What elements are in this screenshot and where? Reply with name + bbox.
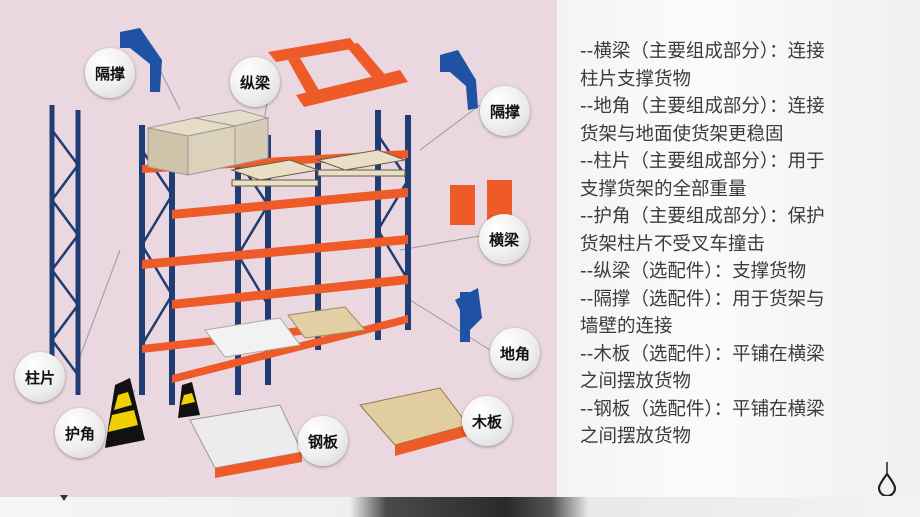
label-zongliang: 纵梁 <box>230 57 280 107</box>
description-line: --隔撑（选配件）：用于货架与 <box>580 288 825 310</box>
description-line: --横梁（主要组成部分）：连接 <box>580 41 825 62</box>
triangle-marker-icon <box>60 495 68 501</box>
description-line: --纵梁（选配件）：支撑货物 <box>580 261 807 282</box>
description-line: 墙壁的连接 <box>580 316 673 337</box>
top-longitudinal-beams <box>268 38 408 107</box>
column-guards <box>105 378 200 448</box>
foot-plate <box>455 288 482 342</box>
rack-diagram <box>49 28 512 478</box>
description-line: --护角（主要组成部分）：保护 <box>580 206 825 227</box>
standalone-upright-frame <box>49 105 81 395</box>
description-line: --钢板（选配件）：平铺在横梁 <box>580 398 825 420</box>
description-line: 货架柱片不受叉车撞击 <box>580 233 766 255</box>
in-rack-panels <box>204 306 366 358</box>
label-gangban: 钢板 <box>298 416 348 466</box>
label-zhupian: 柱片 <box>15 352 65 402</box>
label-gechen-right: 隔撑 <box>480 86 530 136</box>
pallets <box>230 149 407 187</box>
label-hengliang: 横梁 <box>479 214 529 264</box>
label-gechen: 隔撑 <box>85 48 135 98</box>
text-panel <box>557 0 920 517</box>
description-line: --木板（选配件）：平铺在横梁 <box>580 343 825 365</box>
description-line: --柱片（主要组成部分）：用于 <box>580 151 825 172</box>
loose-beams <box>450 180 512 225</box>
label-dijiao: 地角 <box>490 328 540 378</box>
steel-panel <box>189 404 303 478</box>
label-muban: 木板 <box>462 396 512 446</box>
label-hujiao: 护角 <box>55 408 105 458</box>
description-line: 之间摆放货物 <box>580 426 692 447</box>
description-line: 柱片支撑货物 <box>580 68 692 90</box>
description-line: --地角（主要组成部分）：连接 <box>580 96 825 117</box>
spacer-top-left <box>120 28 162 92</box>
cartons <box>147 109 270 176</box>
wooden-panel <box>359 387 469 456</box>
description-line: 支撑货架的全部重量 <box>580 178 747 200</box>
description-text: --横梁（主要组成部分）：连接 柱片支撑货物 --地角（主要组成部分）：连接 货… <box>580 38 900 451</box>
spacer-top-right <box>440 50 478 110</box>
description-line: 之间摆放货物 <box>580 371 692 392</box>
bottom-decorative-strip <box>0 497 920 517</box>
description-line: 货架与地面使货架更稳固 <box>580 123 784 145</box>
diagram-panel: 隔撑 纵梁 隔撑 横梁 地角 柱片 护角 钢板 木板 <box>0 0 557 497</box>
drop-icon <box>877 462 897 496</box>
